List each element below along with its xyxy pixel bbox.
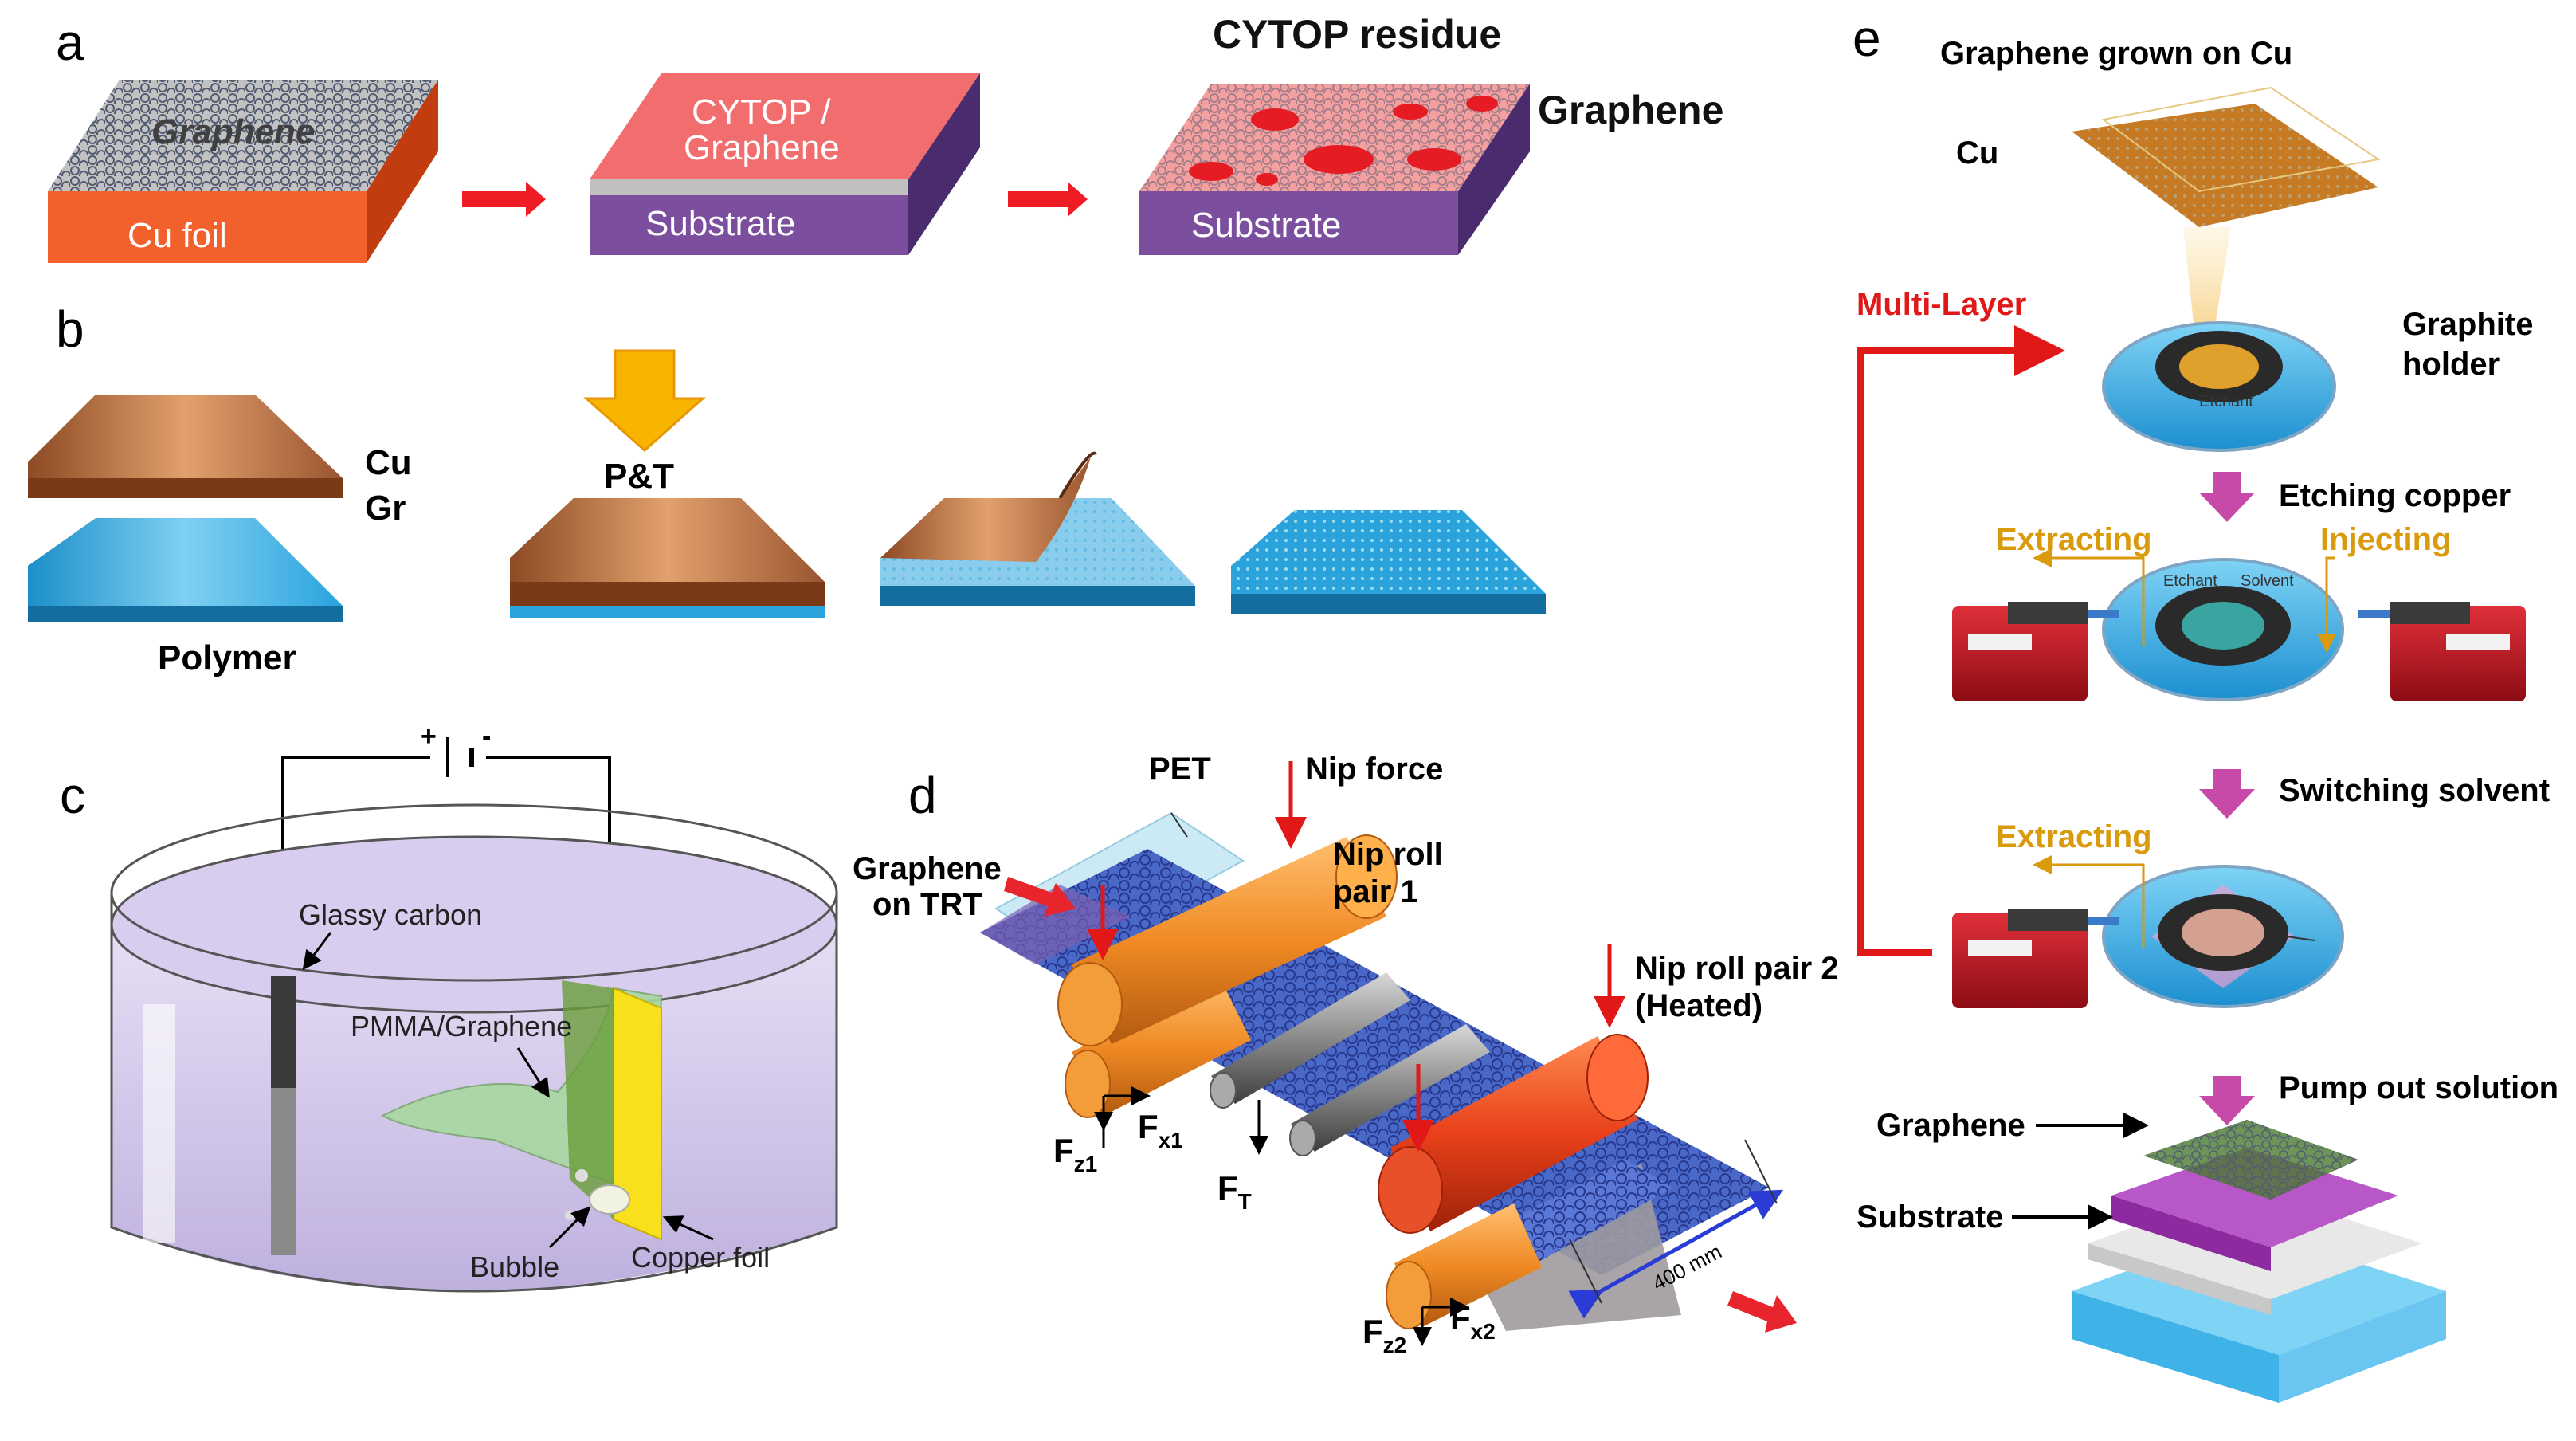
etchant-small-2: Etchant	[2163, 572, 2217, 590]
nip-roll-pair-1-top	[1057, 834, 1398, 1046]
cytop-block: CYTOP / Graphene Substrate	[590, 73, 980, 255]
extract-arrow-2	[2033, 855, 2145, 948]
pt-arrow	[583, 349, 706, 453]
residue-block: Substrate CYTOP residue Graphene	[1139, 12, 1723, 255]
dish-3	[2102, 865, 2344, 1008]
arrow-a2	[1008, 182, 1088, 217]
etching-label: Etching copper	[2279, 478, 2511, 513]
pet-label: PET	[1149, 752, 1211, 787]
injecting-label: Injecting	[2320, 522, 2451, 557]
extracting-label-2: Extracting	[1996, 819, 2152, 854]
substrate-label-2: Substrate	[1191, 206, 1341, 245]
graphite-label-2: holder	[2402, 347, 2500, 382]
panel-d: d	[853, 752, 1839, 1357]
force-vectors	[1094, 1086, 1469, 1346]
substrate-label-1: Substrate	[645, 204, 795, 243]
panel-a: a Cu foil Graphene CYTOP / Graphene Subs…	[48, 12, 1723, 263]
extracting-label-1: Extracting	[1996, 522, 2152, 557]
nip-roll-2-label-1: Nip roll pair 2	[1635, 951, 1839, 986]
graphene-label-e: Graphene	[1876, 1108, 2025, 1143]
substrate-label-e: Substrate	[1857, 1200, 2004, 1235]
pump-right-1	[2358, 602, 2526, 701]
width-arrow	[1568, 1189, 1784, 1319]
panel-b-letter: b	[56, 300, 84, 358]
graphene-on-trt-label-1: Graphene	[853, 851, 1002, 886]
pump-left-2	[1952, 909, 2119, 1008]
cu-foil-label: Cu foil	[127, 216, 227, 255]
panel-b: b Cu Gr Polymer P&T	[28, 300, 1546, 677]
panel-c: c + - Glassy carbon PMMA/Graphene Bubble	[60, 721, 838, 1293]
solvent-small: Solvent	[2241, 572, 2294, 590]
panel-d-letter: d	[908, 767, 937, 824]
cu-foil-block: Cu foil Graphene	[48, 80, 438, 263]
polymer-label: Polymer	[158, 638, 296, 677]
graphene-overlay-label: Graphene	[151, 112, 315, 151]
fx2-label: Fx2	[1450, 1299, 1496, 1344]
process-arrow-2	[2199, 769, 2255, 819]
cu-label-b: Cu	[365, 443, 412, 482]
dish-2: Etchant Solvent	[2102, 558, 2344, 701]
cytop-label: CYTOP /	[692, 92, 831, 132]
multilayer-loop	[1857, 325, 2065, 956]
fx1-label: Fx1	[1138, 1108, 1183, 1152]
cytop-residue-label: CYTOP residue	[1213, 12, 1501, 57]
bubble-label: Bubble	[470, 1251, 559, 1283]
panel-c-letter: c	[60, 767, 85, 824]
pump-label: Pump out solution	[2279, 1070, 2558, 1105]
polymer-sheet	[28, 518, 343, 622]
feed-arrow	[1004, 877, 1076, 917]
switching-label: Switching solvent	[2279, 773, 2550, 808]
graphite-label-1: Graphite	[2402, 307, 2533, 342]
graphene-on-trt-label-2: on TRT	[872, 887, 982, 922]
nip-roll-1-label-1: Nip roll	[1333, 837, 1443, 872]
pump-left-1	[1952, 602, 2119, 701]
exit-arrow	[1727, 1291, 1797, 1333]
panel-e: e Graphene grown on Cu Cu Etchant Graphi…	[1853, 10, 2558, 1403]
nip-roll-1-label-2: pair 1	[1333, 874, 1418, 909]
cu-label-e: Cu	[1956, 135, 1998, 171]
panel-a-letter: a	[56, 14, 84, 71]
cytop-graphene-label: Graphene	[684, 128, 840, 167]
gr-label-b: Gr	[365, 489, 406, 528]
glassy-carbon-label: Glassy carbon	[299, 898, 482, 931]
panel-e-letter: e	[1853, 10, 1881, 67]
graphene-label-a: Graphene	[1538, 88, 1723, 132]
transferred-sheet	[1231, 510, 1546, 614]
pmma-graphene-label: PMMA/Graphene	[351, 1010, 572, 1042]
guide-rolls	[1210, 972, 1490, 1156]
ft-label: FT	[1217, 1169, 1252, 1214]
nip-roll-pair-1-bottom	[1065, 976, 1251, 1118]
extract-arrow-1	[2033, 548, 2145, 646]
fz2-label: Fz2	[1362, 1313, 1406, 1357]
grown-label: Graphene grown on Cu	[1940, 36, 2292, 71]
nip-force-label: Nip force	[1305, 752, 1443, 787]
peeling-stack	[880, 451, 1195, 606]
inject-arrow	[2317, 556, 2336, 653]
etchant-small-1: Etchant	[2199, 393, 2253, 410]
pressed-stack	[510, 498, 825, 618]
pt-label: P&T	[604, 457, 674, 496]
copper-sheet	[28, 395, 343, 498]
fz1-label: Fz1	[1053, 1132, 1097, 1176]
nip-roll-pair-2-top	[1378, 1034, 1649, 1234]
nip-roll-pair-2-bottom	[1386, 1203, 1542, 1329]
copper-foil-label: Copper foil	[631, 1241, 770, 1274]
process-arrow-1	[2199, 472, 2255, 522]
dish-1: Etchant	[2102, 321, 2336, 452]
electrolysis-tank	[110, 803, 838, 1293]
bubble	[589, 1184, 630, 1215]
minus-sign: -	[482, 721, 491, 752]
nip-roll-2-label-2: (Heated)	[1635, 988, 1762, 1023]
final-stack	[2072, 1120, 2446, 1403]
plus-sign: +	[421, 721, 437, 752]
arrow-a1	[462, 182, 546, 217]
process-arrow-3	[2199, 1076, 2255, 1125]
multilayer-label: Multi-Layer	[1857, 287, 2026, 322]
